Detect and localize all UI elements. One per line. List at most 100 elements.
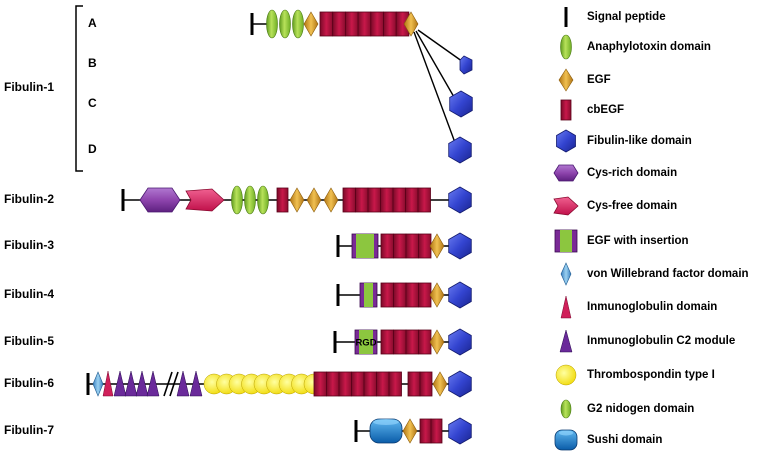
sushi-domain-icon	[369, 418, 403, 444]
fibulin-like-domain-icon	[448, 136, 472, 164]
legend-item-label: EGF with insertion	[587, 235, 689, 247]
egf-with-insertion-icon	[354, 329, 378, 355]
anaphylatoxin-domain-icon	[266, 9, 278, 39]
cbegf-domain-icon	[357, 11, 372, 37]
immunoglobulin-c2-icon	[124, 370, 138, 397]
protein-label: Fibulin-5	[4, 334, 54, 348]
legend-item-label: Fibulin-like domain	[587, 135, 692, 147]
splice-line-b	[417, 29, 467, 65]
immunoglobulin-c2-icon	[113, 370, 127, 397]
cbegf-domain-icon	[388, 371, 402, 397]
cbegf-domain-icon	[380, 187, 394, 213]
legend-item-label: Anaphylotoxin domain	[587, 41, 711, 53]
legend-item-label: Signal peptide	[587, 11, 666, 23]
thrombospondin-type-i-icon	[555, 364, 577, 386]
legend-item: Inmunoglobulin domain	[560, 295, 717, 319]
cbegf-domain-icon	[370, 11, 384, 37]
cbegf-domain-icon	[417, 187, 431, 213]
isoform-label: B	[88, 56, 97, 70]
cbegf-domain-icon	[405, 187, 419, 213]
protein-label: Fibulin-7	[4, 423, 54, 437]
cys-free-domain-icon	[553, 196, 579, 216]
protein-label: Fibulin-6	[4, 376, 54, 390]
cbegf-domain-icon	[418, 329, 432, 355]
sushi-domain-icon	[554, 429, 578, 451]
legend-item: Cys-rich domain	[553, 164, 677, 182]
splice-line-c	[415, 30, 459, 105]
anaphylatoxin-domain-icon	[257, 185, 269, 215]
egf-with-insertion-icon	[554, 229, 578, 253]
cys-free-domain-icon	[185, 188, 225, 212]
legend-item-label: Sushi domain	[587, 434, 662, 446]
isoform-label: C	[88, 96, 97, 110]
cbegf-domain-icon	[405, 282, 419, 308]
protein-labels: Fibulin-1Fibulin-2Fibulin-3Fibulin-4Fibu…	[4, 80, 54, 437]
cbegf-domain-icon	[380, 282, 394, 308]
immunoglobulin-c2-icon	[559, 329, 573, 353]
cbegf-domain-icon	[393, 329, 407, 355]
cbegf-domain-icon	[313, 371, 327, 397]
cbegf-domain-icon	[405, 329, 419, 355]
legend-item: cbEGF	[560, 99, 624, 121]
immunoglobulin-c2-icon	[135, 370, 149, 397]
fibulin-like-domain-icon	[448, 417, 472, 445]
egf-domain-icon	[429, 233, 445, 259]
break-mark	[163, 371, 173, 397]
cbegf-domain-icon	[392, 187, 406, 213]
legend-item: Thrombospondin type I	[555, 364, 715, 386]
egf-domain-icon	[303, 11, 319, 37]
cbegf-domain-icon	[419, 371, 433, 397]
legend-item-label: cbEGF	[587, 104, 624, 116]
rgd-motif-label: RGD	[355, 338, 376, 349]
cbegf-domain-icon	[344, 11, 359, 37]
immunoglobulin-domain-icon	[560, 295, 572, 319]
immunoglobulin-c2-icon	[176, 370, 190, 397]
anaphylatoxin-domain-icon	[231, 185, 243, 215]
cbegf-domain-icon	[560, 99, 572, 121]
cbegf-domain-icon	[393, 233, 407, 259]
legend-item-label: Thrombospondin type I	[587, 369, 715, 381]
protein-label: Fibulin-1	[4, 80, 54, 94]
fibulin-3-row	[336, 232, 472, 260]
legend-item: Fibulin-like domain	[556, 129, 692, 153]
legend-item: Signal peptide	[564, 7, 666, 27]
cbegf-domain-icon	[367, 187, 381, 213]
fibulin-like-domain-icon	[556, 129, 576, 153]
legend-item-label: EGF	[587, 74, 611, 86]
egf-domain-icon	[289, 187, 305, 213]
immunoglobulin-c2-icon	[189, 370, 203, 397]
anaphylatoxin-domain-icon	[279, 9, 291, 39]
legend-item: Anaphylotoxin domain	[560, 34, 711, 60]
fibulin-like-domain-icon	[459, 55, 473, 75]
anaphylatoxin-domain-icon	[560, 34, 572, 60]
fibulin-2-row	[121, 185, 472, 215]
cys-rich-domain-icon	[139, 187, 181, 213]
fibulin-4-row	[336, 281, 472, 309]
break-mark	[169, 371, 179, 397]
fibulin-like-domain-icon	[448, 370, 472, 398]
cbegf-domain-icon	[380, 233, 394, 259]
fibulin-like-domain-icon	[448, 328, 472, 356]
fibulin-like-domain-icon	[449, 90, 473, 118]
cbegf-domain-icon	[418, 233, 432, 259]
fibulin-like-domain-icon	[448, 186, 472, 214]
fibulin-6-row	[86, 370, 472, 398]
cbegf-domain-icon	[393, 282, 407, 308]
cbegf-domain-icon	[338, 371, 352, 397]
legend-item: Sushi domain	[554, 429, 662, 451]
cbegf-domain-icon	[430, 418, 443, 444]
egf-domain-icon	[402, 418, 418, 444]
isoform-label: A	[88, 16, 97, 30]
immunoglobulin-c2-icon	[146, 370, 160, 397]
legend-item-label: Inmunoglobulin C2 module	[587, 335, 735, 347]
bracket-line	[75, 5, 83, 172]
cbegf-domain-icon	[419, 418, 432, 444]
anaphylatoxin-domain-icon	[292, 9, 304, 39]
cbegf-domain-icon	[351, 371, 365, 397]
domain-rows: RGD	[86, 9, 473, 445]
legend-item: Cys-free domain	[553, 196, 677, 216]
